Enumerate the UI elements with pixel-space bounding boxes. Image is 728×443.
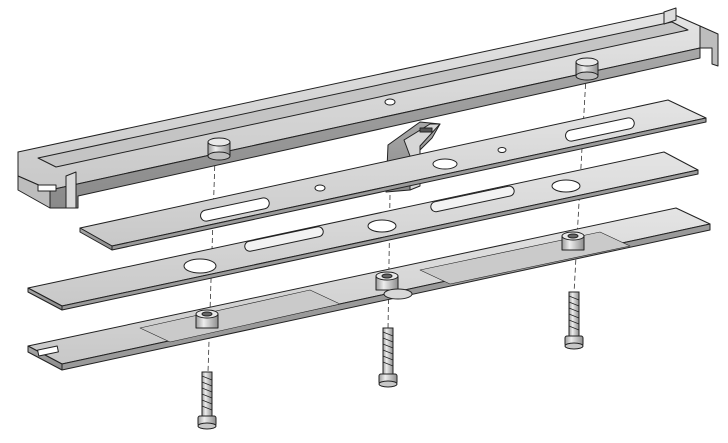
screw-left: [197, 371, 217, 430]
slotted-bar-middle: [27, 151, 699, 311]
hole-middle-left: [183, 258, 217, 274]
screw-left-thread: [201, 375, 213, 411]
hole-upper-b: [497, 147, 507, 153]
base-plate: [27, 207, 711, 371]
hole-upper-c: [432, 158, 458, 170]
hook-bracket-slot: [419, 127, 433, 133]
top-rail-left-tab: [65, 171, 77, 209]
base-plate-pocket-left: [139, 289, 341, 343]
slot-middle-serrated-right: [430, 185, 515, 213]
screw-center: [378, 327, 398, 388]
hole-upper-a: [314, 184, 326, 192]
top-rail-left-end: [17, 151, 51, 209]
base-plate-boss-right: [561, 231, 585, 251]
top-rail-hole: [384, 98, 396, 106]
slotted-bar-upper-edge-front: [111, 117, 707, 251]
slotted-bar-upper: [79, 99, 707, 251]
screw-right-thread: [568, 295, 580, 331]
screw-center-thread: [382, 331, 394, 367]
top-rail-boss-left: [207, 137, 231, 161]
top-rail-boss-right: [575, 57, 599, 81]
top-rail-channel: [37, 21, 689, 168]
base-plate-notch: [37, 345, 59, 357]
hole-middle-right: [551, 179, 581, 193]
screw-left-shank: [201, 371, 213, 419]
screw-right-shank: [568, 291, 580, 339]
slotted-bar-middle-edge-front: [61, 169, 699, 311]
base-plate-boss-left: [195, 309, 219, 329]
top-rail-right-tab: [663, 7, 677, 25]
hole-middle-center: [367, 219, 397, 233]
screw-right: [564, 291, 584, 350]
axis-center: [387, 194, 391, 331]
top-rail-left-notch: [37, 184, 57, 192]
top-rail-right-end: [699, 25, 719, 67]
slot-middle-serrated-left: [244, 226, 324, 252]
top-rail: [17, 7, 719, 209]
slot-upper-right: [565, 117, 635, 142]
base-plate-boss-center: [375, 271, 413, 300]
slot-upper-left: [200, 197, 270, 222]
